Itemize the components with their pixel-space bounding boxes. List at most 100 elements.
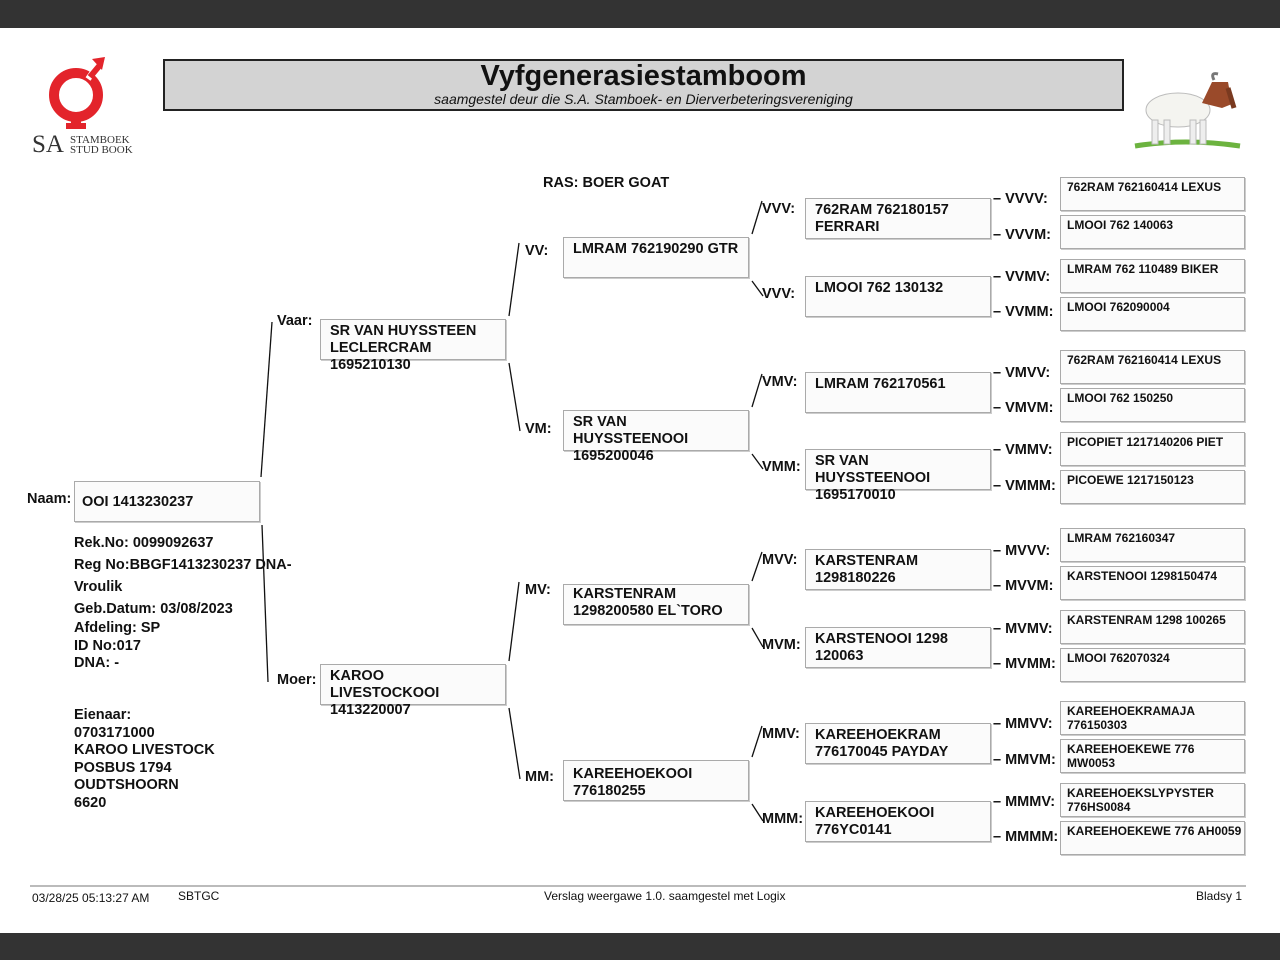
subject-name: OOI 1413230237 — [82, 494, 194, 510]
ancestor-label-vvm: VVV: — [762, 286, 796, 302]
ancestor-box-vvv: 762RAM 762180157 FERRARI — [805, 198, 991, 239]
ancestor-label-mm: MM: — [525, 769, 554, 785]
page-subtitle: saamgestel deur die S.A. Stamboek- en Di… — [434, 91, 853, 107]
bottom-bar — [0, 933, 1280, 960]
footer-divider — [30, 885, 1246, 887]
id-no: ID No:017 — [74, 637, 141, 654]
ancestor-box-vvmv: LMRAM 762 110489 BIKER — [1060, 259, 1245, 293]
ancestor-label-vvvv: – VVVV: — [993, 191, 1048, 207]
dna: DNA: - — [74, 655, 120, 671]
ancestor-box-vvmm: LMOOI 762090004 — [1060, 297, 1245, 331]
ancestor-name: SR VAN HUYSSTEENOOI 1695170010 — [815, 453, 931, 503]
reg-no: Reg No:BBGF1413230237 DNA- — [74, 557, 292, 573]
division: Afdeling: SP — [74, 620, 161, 636]
ancestor-name: KARSTENRAM 1298200580 EL`TORO — [573, 586, 723, 619]
logo-studbook: STUD BOOK — [70, 144, 133, 156]
ancestor-box-v: SR VAN HUYSSTEEN LECLERCRAM 1695210130 — [320, 319, 506, 373]
ancestor-box-mmmv: KAREEHOEKSLYPYSTER 776HS0084 — [1060, 783, 1245, 817]
owner-block: Eienaar: 0703171000 KAROO LIVESTOCK POSB… — [74, 707, 215, 812]
ancestor-box-mvmm: LMOOI 762070324 — [1060, 648, 1245, 682]
ancestor-name: LMRAM 762190290 GTR — [573, 241, 739, 257]
connector-line — [751, 803, 764, 822]
connector-line — [751, 373, 763, 408]
logo-sa: SA — [32, 131, 64, 158]
ancestor-name: LMOOI 762 140063 — [1067, 218, 1174, 232]
breed-label: RAS: BOER GOAT — [543, 175, 670, 191]
footer-timestamp: 03/28/25 05:13:27 AM — [32, 891, 150, 905]
ancestor-label-vv: VV: — [525, 243, 549, 259]
connector-line — [508, 242, 520, 317]
ancestor-label-mvmv: – MVMV: — [993, 621, 1053, 637]
ancestor-name: KAREEHOEKOOI 776YC0141 — [815, 805, 935, 838]
ancestor-name: KAREEHOEKEWE 776 AH0059 — [1067, 824, 1242, 838]
ancestor-label-mvv: MVV: — [762, 552, 798, 568]
ancestor-box-vm: SR VAN HUYSSTEENOOI 1695200046 — [563, 410, 749, 464]
owner-line: POSBUS 1794 — [74, 759, 172, 776]
ancestor-box-mvvm: KARSTENOOI 1298150474 — [1060, 566, 1245, 600]
connector-line — [260, 321, 273, 478]
ancestor-box-mvvv: LMRAM 762160347 — [1060, 528, 1245, 562]
ancestor-name: KAREEHOEKSLYPYSTER 776HS0084 — [1067, 786, 1214, 814]
ancestor-box-vmv: LMRAM 762170561 — [805, 372, 991, 413]
boer-goat-image — [1134, 72, 1241, 149]
connector-line — [751, 280, 764, 297]
connector-line — [508, 581, 520, 662]
sa-stud-book-logo: SA STAMBOEK STUD BOOK — [30, 55, 140, 160]
ancestor-name: KARSTENOOI 1298150474 — [1067, 569, 1218, 583]
connector-line — [508, 707, 521, 780]
ancestor-name: SR VAN HUYSSTEEN LECLERCRAM 1695210130 — [330, 323, 477, 373]
connector-line — [751, 200, 763, 235]
ancestor-label-mmvv: – MMVV: — [993, 716, 1053, 732]
birth-date: Geb.Datum: 03/08/2023 — [74, 601, 233, 617]
ancestor-name: PICOPIET 1217140206 PIET — [1067, 435, 1224, 449]
subject-name-box: OOI 1413230237 — [74, 481, 260, 522]
connector-line — [261, 524, 269, 683]
ancestor-name: KARSTENOOI 1298 120063 — [815, 631, 948, 664]
ancestor-label-vmmv: – VMMV: — [993, 442, 1053, 458]
ancestor-label-vmm: VMM: — [762, 459, 801, 475]
ancestor-box-mvmv: KARSTENRAM 1298 100265 — [1060, 610, 1245, 644]
ancestor-name: PICOEWE 1217150123 — [1067, 473, 1194, 487]
subject-name-label: Naam: — [27, 491, 72, 507]
connector-line — [751, 627, 764, 648]
ancestor-label-vmvv: – VMVV: — [993, 365, 1051, 381]
ancestor-label-mmv: MMV: — [762, 726, 800, 742]
footer-code: SBTGC — [178, 889, 220, 903]
ancestor-name: LMOOI 762 150250 — [1067, 391, 1174, 405]
owner-line: 6620 — [74, 794, 107, 811]
owner-label: Eienaar: — [74, 707, 132, 723]
ancestor-box-vvvv: 762RAM 762160414 LEXUS — [1060, 177, 1245, 211]
ancestor-label-vvvm: – VVVM: — [993, 227, 1052, 243]
ancestor-name: LMRAM 762170561 — [815, 376, 946, 392]
ancestor-name: LMOOI 762070324 — [1067, 651, 1170, 665]
ancestor-label-m: Moer: — [277, 672, 317, 688]
ancestor-label-mmvm: – MMVM: — [993, 752, 1056, 768]
ancestor-box-mv: KARSTENRAM 1298200580 EL`TORO — [563, 584, 749, 625]
ancestor-box-vmvv: 762RAM 762160414 LEXUS — [1060, 350, 1245, 384]
ancestor-label-vvv: VVV: — [762, 201, 796, 217]
ancestor-box-vmmm: PICOEWE 1217150123 — [1060, 470, 1245, 504]
ancestor-name: LMRAM 762 110489 BIKER — [1067, 262, 1219, 276]
ancestor-label-vmv: VMV: — [762, 374, 798, 390]
ancestor-name: LMOOI 762090004 — [1067, 300, 1170, 314]
ancestor-name: 762RAM 762160414 LEXUS — [1067, 353, 1222, 367]
ancestor-box-mmvv: KAREEHOEKRAMAJA 776150303 — [1060, 701, 1245, 735]
ancestor-label-mvm: MVM: — [762, 637, 801, 653]
ancestor-name: KAREEHOEKOOI 776180255 — [573, 766, 693, 799]
footer-version: Verslag weergawe 1.0. saamgestel met Log… — [544, 889, 786, 903]
footer-page: Bladsy 1 — [1196, 889, 1243, 903]
title-banner: Vyfgenerasiestamboom saamgestel deur die… — [163, 59, 1124, 111]
sex: Vroulik — [74, 579, 123, 595]
ancestor-name: 762RAM 762180157 FERRARI — [815, 202, 949, 235]
ancestor-label-mmm: MMM: — [762, 811, 804, 827]
ancestor-box-vmvm: LMOOI 762 150250 — [1060, 388, 1245, 422]
ancestor-box-mvv: KARSTENRAM 1298180226 — [805, 549, 991, 590]
ancestor-label-vmvm: – VMVM: — [993, 400, 1054, 416]
ancestor-box-vv: LMRAM 762190290 GTR — [563, 237, 749, 278]
owner-line: KAROO LIVESTOCK — [74, 742, 215, 758]
ancestor-label-v: Vaar: — [277, 313, 313, 329]
ancestor-label-mvvm: – MVVM: — [993, 578, 1054, 594]
ancestor-label-mvmm: – MVMM: — [993, 656, 1056, 672]
owner-line: OUDTSHOORN — [74, 777, 179, 793]
